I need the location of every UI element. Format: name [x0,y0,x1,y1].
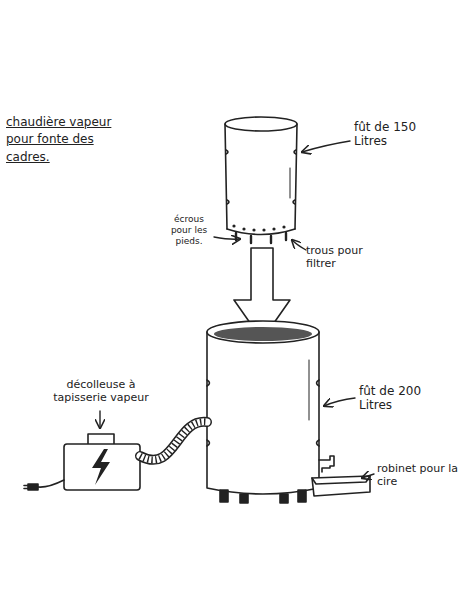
steamer [64,434,140,490]
large-barrel-feet [220,490,306,503]
power-cord [24,480,64,490]
barrel-label: fût de 200 Litres [359,384,439,413]
wax-tray [312,476,370,496]
tap-label: robinet pour la cire [377,462,459,488]
leader-arrows [100,141,374,478]
title: chaudière vapeur pour fonte des cadres. [6,114,134,166]
large-barrel [207,321,319,494]
barrel-feet [236,233,286,243]
feet-label: écrous pour les pieds. [164,214,214,246]
small-barrel [225,117,297,235]
wax-tap [319,456,334,472]
barrel-label: fût de 150 Litres [354,120,434,149]
steamer-label: décolleuse à tapisserie vapeur [40,378,162,404]
filter-holes [232,224,285,231]
holes-label: trous pour filtrer [306,244,378,270]
steam-hose [140,422,207,460]
